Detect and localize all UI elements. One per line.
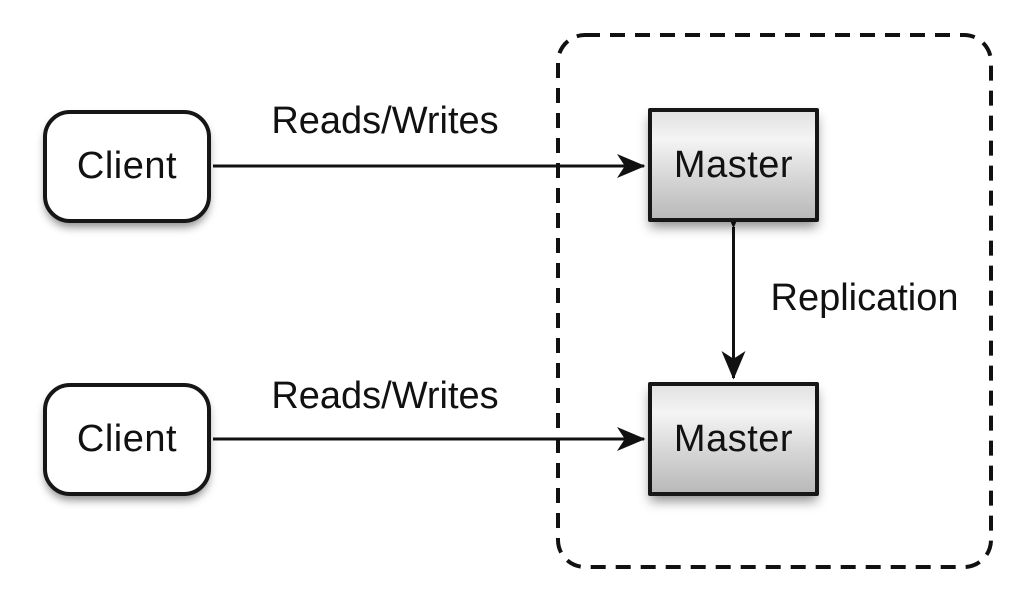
- node-master-top: Master: [648, 108, 819, 222]
- replication-group-dashed-border: [556, 33, 993, 569]
- edge-label-reads-writes-bottom: Reads/Writes: [271, 375, 499, 417]
- edge-label-reads-writes-top: Reads/Writes: [271, 100, 499, 142]
- node-master-bottom-label: Master: [673, 417, 794, 460]
- node-client-top-label: Client: [76, 145, 178, 187]
- node-client-top: Client: [43, 110, 211, 223]
- edge-label-replication: Replication: [770, 277, 959, 319]
- node-client-bottom-label: Client: [76, 418, 178, 460]
- node-client-bottom: Client: [43, 383, 211, 496]
- node-master-bottom: Master: [648, 382, 819, 496]
- node-master-top-label: Master: [673, 143, 794, 186]
